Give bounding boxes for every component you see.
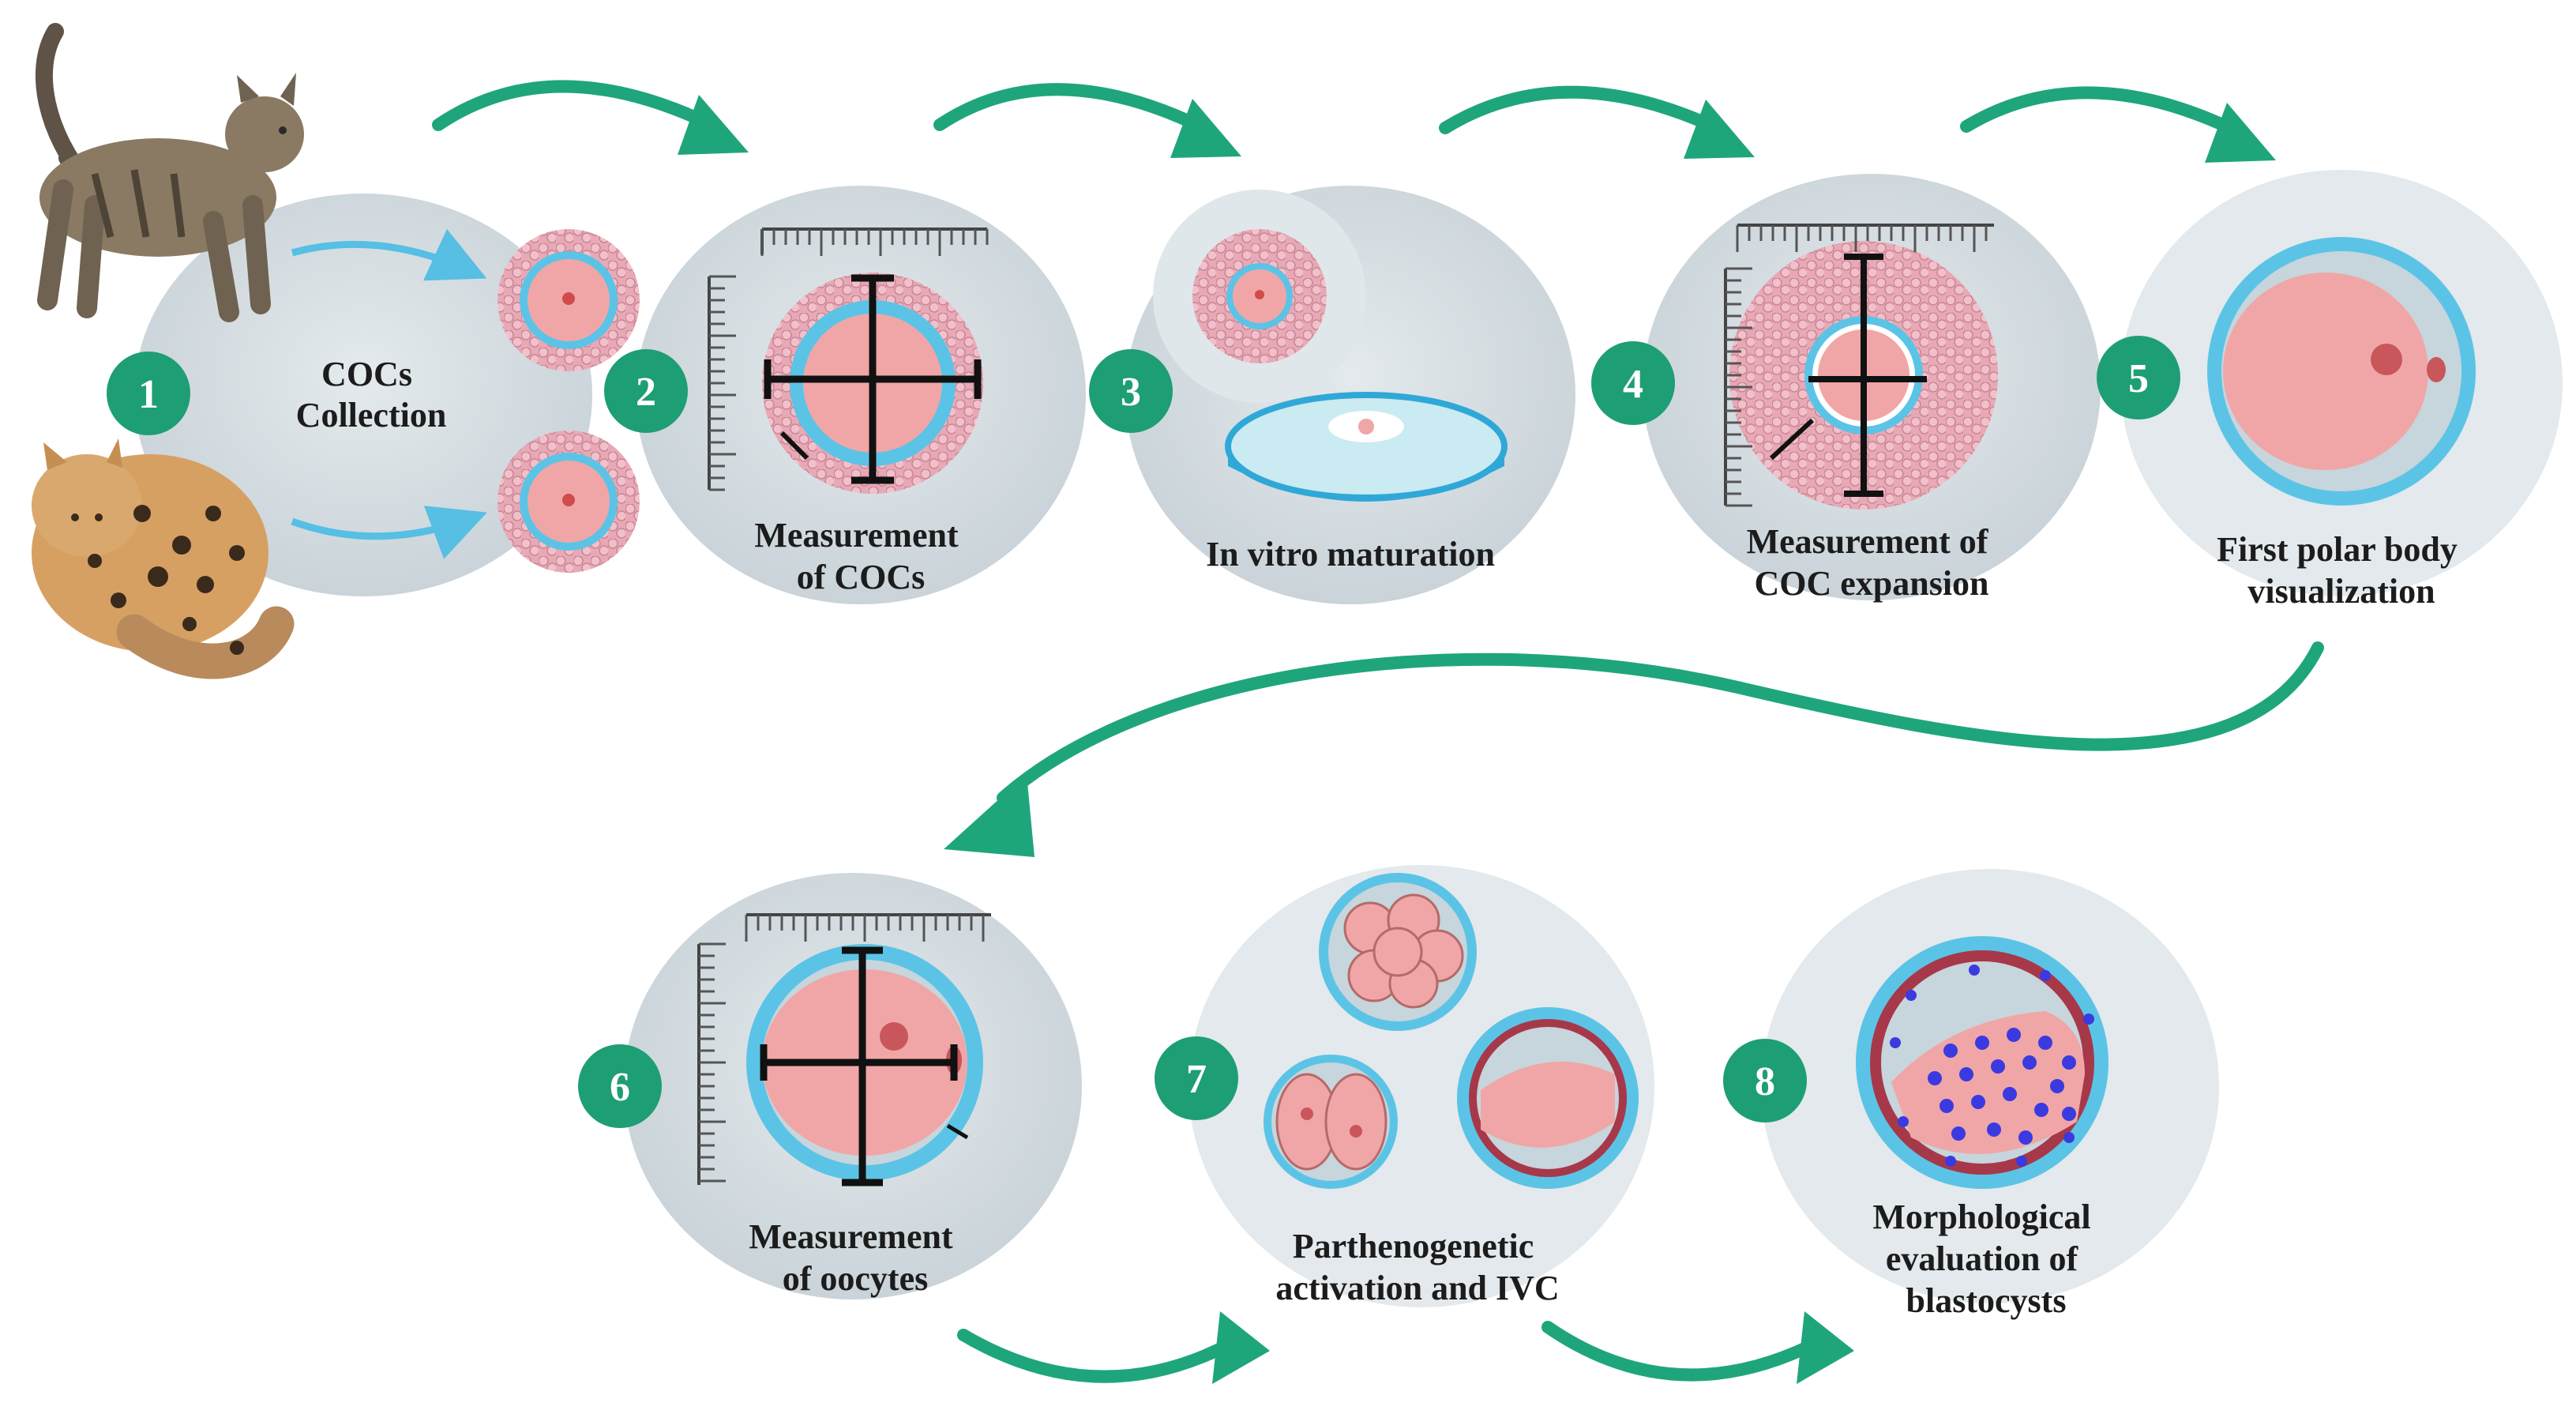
two-cell-embryo-icon bbox=[1264, 1055, 1398, 1189]
arrow-heads bbox=[678, 95, 2276, 1384]
arrow-1-2 bbox=[432, 80, 721, 133]
arrow-head-4-5 bbox=[2205, 103, 2276, 163]
arrow-head-2-3 bbox=[1170, 99, 1241, 158]
step-4-number: 4 bbox=[1623, 362, 1643, 407]
step-5-label: First polar body visualization bbox=[2217, 530, 2466, 611]
step-8-label: Morphological evaluation of blastocysts bbox=[1872, 1198, 2099, 1320]
coc-lower-icon bbox=[498, 431, 640, 573]
coc-upper-icon bbox=[498, 229, 640, 371]
blue-arrow-lower bbox=[291, 506, 487, 559]
arrow-7-8 bbox=[1541, 1321, 1823, 1382]
step-4: 4 Measurement of COC expansion bbox=[1591, 174, 2101, 603]
stage-1-background bbox=[134, 194, 592, 596]
measurement-arrows-icon bbox=[760, 946, 969, 1186]
arrow-head-5-6 bbox=[944, 774, 1035, 857]
step-6-badge bbox=[578, 1044, 662, 1128]
ruler-ticks bbox=[1736, 225, 1988, 252]
step-1-number: 1 bbox=[138, 372, 159, 417]
step-3-label: In vitro maturation bbox=[1206, 535, 1495, 573]
stage-7-background bbox=[1188, 865, 1654, 1307]
nuclei-dots bbox=[1890, 965, 2094, 1167]
ruler-ticks bbox=[1725, 267, 1752, 507]
arrow-3-4 bbox=[1439, 85, 1728, 137]
step-6-label: Measurement of oocytes bbox=[749, 1217, 961, 1298]
blue-arrow-upper bbox=[291, 228, 487, 281]
ruler-ticks bbox=[745, 915, 985, 942]
arrow-5-6-curve bbox=[997, 641, 2324, 804]
measurement-arrows-icon bbox=[1769, 254, 1927, 497]
step-2-label: Measurement of COCs bbox=[754, 516, 967, 596]
arrow-head-1-2 bbox=[678, 95, 749, 155]
step-7-label: Parthenogenetic activation and IVC bbox=[1275, 1227, 1559, 1307]
step-3-number: 3 bbox=[1121, 370, 1141, 415]
step-7-number: 7 bbox=[1186, 1057, 1207, 1102]
arrow-4-5 bbox=[1960, 86, 2249, 141]
step-8-number: 8 bbox=[1755, 1059, 1775, 1104]
domestic-cat-icon bbox=[35, 23, 304, 322]
arrow-head-6-7 bbox=[1212, 1311, 1270, 1384]
coc-zoom-icon bbox=[1192, 229, 1327, 363]
step-8: 8 Morphological evaluation of blastocyst… bbox=[1723, 869, 2219, 1320]
step-6: 6 Measurement of oocytes bbox=[578, 873, 1082, 1299]
flow-arrows bbox=[432, 80, 2324, 1383]
step-8-badge bbox=[1723, 1039, 1807, 1123]
step-4-label: Measurement of COC expansion bbox=[1747, 522, 1997, 603]
ruler-ticks bbox=[760, 229, 989, 256]
morula-icon bbox=[1319, 873, 1477, 1031]
blastocyst-icon bbox=[1856, 936, 2108, 1189]
step-3: 3 In vitro maturation bbox=[1089, 186, 1575, 604]
step-2-number: 2 bbox=[636, 370, 656, 415]
arrow-6-7 bbox=[957, 1329, 1238, 1383]
step-4-badge bbox=[1591, 341, 1675, 425]
step-1: 1 COCs Collection bbox=[32, 23, 640, 679]
blastocyst-small-icon bbox=[1457, 1007, 1639, 1189]
petri-dish-icon bbox=[1225, 392, 1508, 502]
step-5-badge bbox=[2097, 336, 2180, 419]
ruler-ticks bbox=[699, 942, 726, 1183]
step-7-badge bbox=[1155, 1036, 1238, 1120]
ruler-ticks bbox=[709, 275, 736, 491]
step-7: 7 Parthenogenetic activation and IVC bbox=[1155, 865, 1654, 1307]
step-3-badge bbox=[1089, 349, 1173, 433]
arrow-head-7-8 bbox=[1797, 1311, 1854, 1384]
wild-cat-icon bbox=[32, 438, 295, 679]
arrow-2-3 bbox=[933, 83, 1215, 137]
step-6-number: 6 bbox=[610, 1065, 630, 1110]
measurement-arrows-icon bbox=[764, 274, 982, 484]
step-2-badge bbox=[604, 349, 688, 433]
step-1-badge bbox=[107, 352, 190, 435]
step-1-label: COCs Collection bbox=[296, 355, 447, 434]
oocyte-polar-body-icon bbox=[2207, 237, 2476, 506]
step-5: 5 First polar body visualization bbox=[2097, 170, 2563, 611]
arrow-head-3-4 bbox=[1684, 100, 1755, 159]
step-2: 2 Measurement of COCs bbox=[604, 186, 1086, 604]
step-5-number: 5 bbox=[2128, 356, 2149, 401]
